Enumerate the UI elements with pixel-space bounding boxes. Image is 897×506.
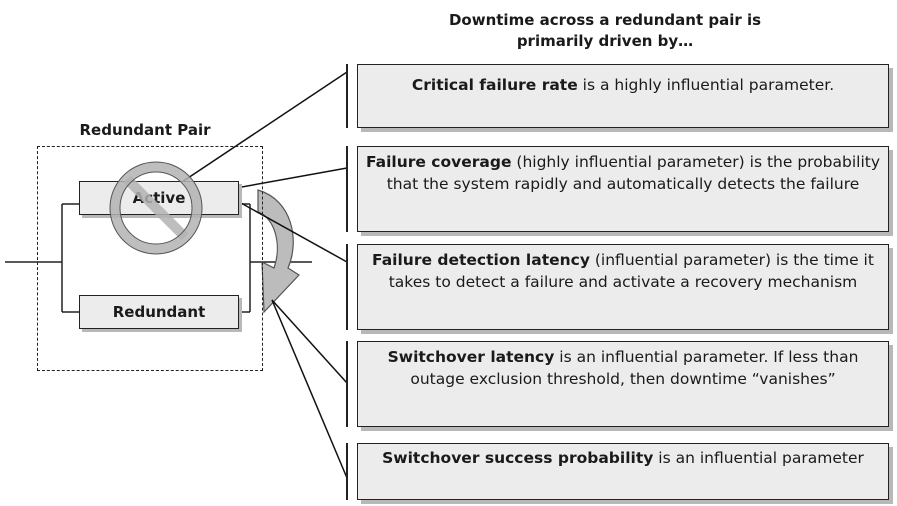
leader-lines [181, 71, 348, 479]
leader-switchover-latency [271, 299, 348, 384]
bracket-segment [346, 146, 348, 232]
callout-switchover-latency: Switchover latency is an influential par… [357, 341, 889, 427]
wiring [5, 203, 312, 313]
callout-lead: Failure coverage [365, 153, 512, 171]
leader-switchover-success [271, 299, 348, 479]
callout-failure-coverage: Failure coverage (highly influential par… [357, 146, 889, 232]
redundant-label: Redundant [112, 303, 206, 321]
callout-failure-detection-latency: Failure detection latency (influential p… [357, 244, 889, 330]
prohibited-icon [109, 161, 203, 255]
leader-detection-latency [231, 197, 348, 263]
redundant-block: Redundant [79, 295, 239, 329]
switchover-arrow [257, 189, 300, 314]
callout-switchover-success-probability: Switchover success probability is an inf… [357, 443, 889, 500]
callout-lead: Switchover latency [387, 348, 555, 366]
diagram-title: Downtime across a redundant pair is prim… [400, 10, 810, 52]
leader-critical-failure-rate [181, 71, 348, 183]
bracket-segment [346, 341, 348, 427]
redundant-pair-label: Redundant Pair [79, 121, 211, 139]
callout-text: (highly influential parameter) is the pr… [386, 153, 881, 193]
callout-lead: Switchover success probability [382, 449, 654, 467]
callout-lead: Failure detection latency [372, 251, 590, 269]
bracket-segment [346, 443, 348, 500]
callout-text: is a highly influential parameter. [577, 76, 835, 94]
title-line-2: primarily driven by… [516, 32, 694, 50]
callout-text: (influential parameter) is the time it t… [388, 251, 874, 291]
title-line-1: Downtime across a redundant pair is [448, 11, 762, 29]
redundant-pair-frame [37, 146, 263, 371]
callout-text: is an influential parameter [653, 449, 864, 467]
callout-lead: Critical failure rate [411, 76, 578, 94]
bracket-segment [346, 64, 348, 128]
bracket-segment [346, 244, 348, 330]
callout-text: is an influential parameter. If less tha… [410, 348, 859, 388]
callout-critical-failure-rate: Critical failure rate is a highly influe… [357, 64, 889, 128]
leader-failure-coverage [224, 167, 348, 191]
